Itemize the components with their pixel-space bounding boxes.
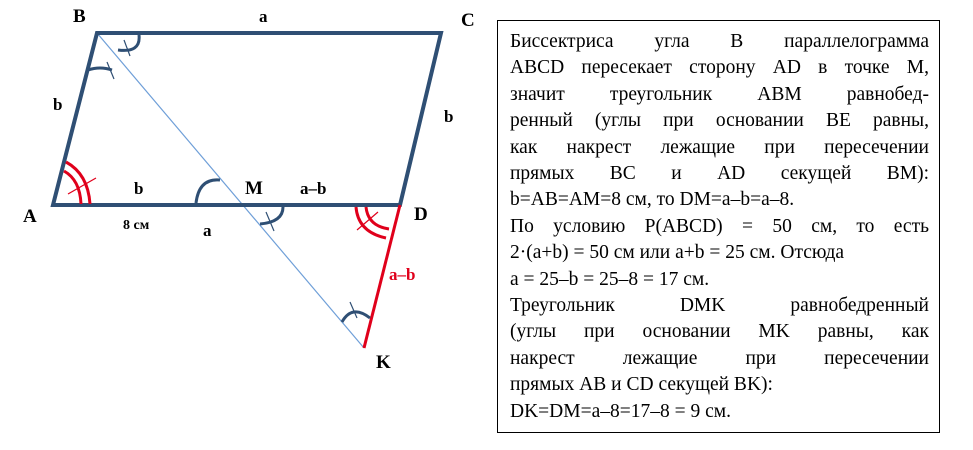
angle-mark-b-lower: [87, 66, 113, 72]
parallelogram-diagram: B C A D M K a b b b a–b 8 см a a–b: [23, 6, 475, 373]
angle-tick-m-lower: [265, 211, 275, 232]
solution-line: Биссектриса угла В параллелограмма: [510, 31, 929, 52]
solution-line: b=AB=AM=8 см, то DM=a–b=a–8.: [510, 189, 795, 211]
solution-line: (углы при основании MK равны, как: [510, 321, 929, 343]
angle-mark-b-upper: [117, 34, 141, 52]
angle-tick-k: [349, 301, 358, 319]
solution-line: значит треугольник ABM равнобед-: [510, 83, 929, 105]
solution-line: ренный (углы при основании BE равны,: [510, 110, 929, 132]
point-label-m: M: [245, 178, 263, 199]
solution-line: По условию P(ABCD) = 50 см, то есть: [510, 215, 929, 237]
angle-tick-a: [67, 177, 97, 195]
side-label-dk: a–b: [389, 265, 415, 284]
point-label-c: C: [461, 10, 475, 31]
side-label-md: a–b: [300, 179, 326, 198]
angle-tick-b-upper: [123, 39, 131, 57]
segment-dk: [362, 204, 402, 349]
solution-line: ABCD пересекает сторону AD в точке М,: [510, 57, 929, 79]
angle-mark-a-inner: [63, 169, 83, 205]
solution-line: накрест лежащие при пересечении: [510, 347, 929, 369]
side-label-cd: b: [444, 107, 453, 126]
angle-mark-a-outer: [65, 160, 92, 205]
solution-line: прямых BC и AD секущей BM):: [510, 163, 929, 185]
point-label-b: B: [73, 6, 86, 27]
side-label-bc: a: [259, 7, 268, 26]
solution-line: прямых AB и CD секущей BK):: [510, 374, 773, 396]
bisector-line-bk: [96, 32, 365, 349]
point-label-a: A: [23, 206, 37, 227]
point-label-d: D: [414, 204, 428, 225]
side-label-am-length: 8 см: [123, 218, 150, 233]
side-label-ad: a: [203, 221, 212, 240]
angle-tick-d: [356, 211, 379, 231]
angle-mark-d-inner: [364, 206, 390, 231]
solution-line: a = 25–b = 25–8 = 17 см.: [510, 268, 710, 290]
side-label-am: b: [134, 179, 143, 198]
angle-mark-d-outer: [354, 206, 387, 240]
angle-mark-m-upper: [194, 178, 221, 204]
solution-line: как накрест лежащие при пересечении: [510, 136, 929, 158]
solution-line: 2·(a+b) = 50 см или a+b = 25 см. Отсюда: [510, 242, 845, 264]
solution-line: Треугольник DMK равнобедренный: [510, 295, 929, 317]
angle-mark-m-lower: [259, 206, 285, 226]
point-label-k: K: [376, 352, 391, 373]
solution-text-box: Биссектриса угла В параллелограмма ABCD …: [497, 20, 940, 433]
side-label-ab: b: [53, 95, 62, 114]
parallelogram-abcd: [50, 31, 444, 207]
angle-tick-b-lower: [106, 61, 115, 80]
solution-line: DK=DM=a–8=17–8 = 9 см.: [510, 400, 731, 422]
